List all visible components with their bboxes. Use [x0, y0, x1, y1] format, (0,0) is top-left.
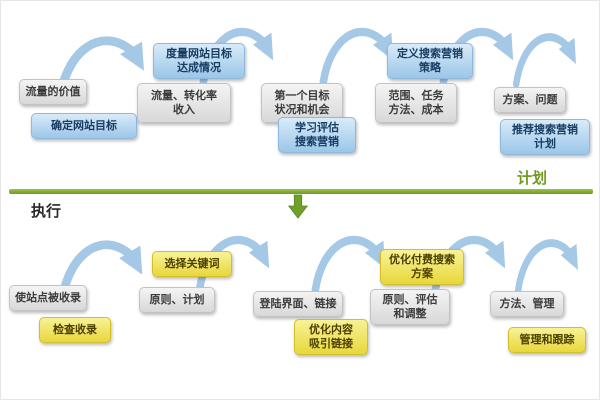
- box-principles-eval-adjust: 原则、评估 和调整: [370, 289, 450, 325]
- box-choose-keywords: 选择关键词: [152, 251, 232, 277]
- box-scope-tasks-cost: 范围、任务 方法、成本: [375, 83, 457, 123]
- curved-flow-arrow-icon: [311, 235, 386, 294]
- box-plan-issues: 方案、问题: [494, 87, 566, 113]
- curved-flow-arrow-icon: [512, 33, 576, 88]
- box-traffic-conversion-revenue: 流量、转化率 收入: [137, 83, 231, 123]
- box-methods-management: 方法、管理: [490, 291, 564, 317]
- execute-label: 执行: [31, 202, 62, 220]
- box-define-website-goals: 确定网站目标: [31, 113, 137, 139]
- curved-flow-arrow-icon: [514, 239, 578, 294]
- box-get-site-indexed: 使站点被收录: [9, 285, 87, 311]
- box-manage-track: 管理和跟踪: [508, 327, 586, 353]
- down-arrow-icon: [287, 194, 309, 219]
- box-principles-plan: 原则、计划: [139, 287, 215, 313]
- curved-flow-arrow-icon: [58, 240, 143, 302]
- box-check-indexing: 检查收录: [39, 317, 111, 343]
- plan-label: 计划: [517, 169, 548, 187]
- box-learn-evaluate-sem: 学习评估 搜索营销: [278, 117, 356, 153]
- box-recommend-sem-plan: 推荐搜索营销 计划: [500, 119, 590, 155]
- box-landing-page-links: 登陆界面、链接: [253, 291, 343, 317]
- box-first-goal-status: 第一个目标 状况和机会: [261, 83, 343, 123]
- box-measure-goal-achievement: 度量网站目标 达成情况: [153, 43, 245, 79]
- box-optimize-paid-search: 优化付费搜索 方案: [380, 249, 464, 285]
- box-traffic-value: 流量的价值: [19, 79, 87, 105]
- box-define-sem-strategy: 定义搜索营销 策略: [387, 43, 473, 79]
- box-optimize-content-links: 优化内容 吸引链接: [294, 319, 368, 355]
- plan-execute-divider: [9, 189, 593, 194]
